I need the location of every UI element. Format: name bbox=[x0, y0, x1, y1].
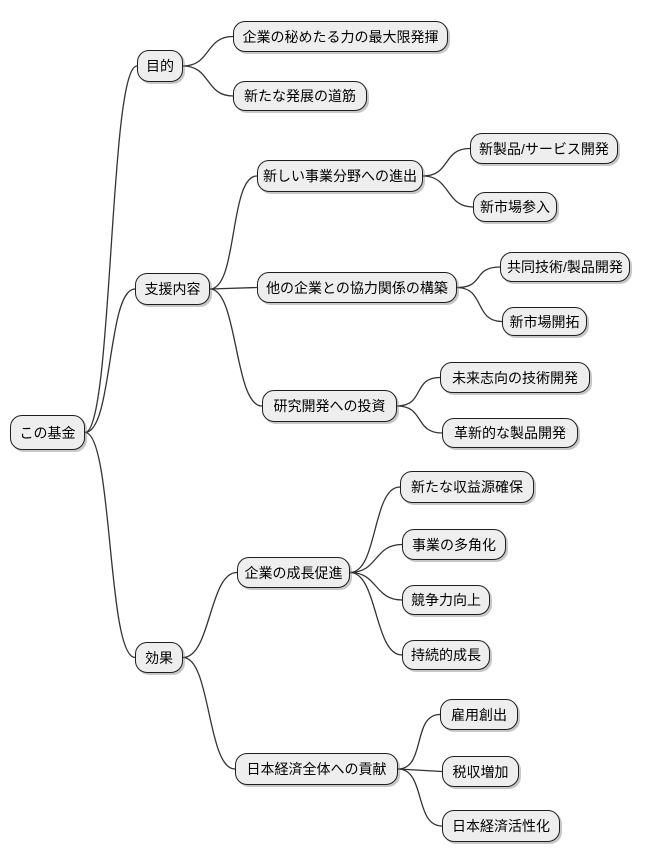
node-tax-revenue-increase[interactable]: 税収増加 bbox=[442, 756, 519, 787]
node-unlock-potential[interactable]: 企業の秘めたる力の最大限発揮 bbox=[233, 21, 448, 52]
node-future-tech-dev[interactable]: 未来志向の技術開発 bbox=[440, 362, 590, 393]
node-new-market-entry[interactable]: 新市場参入 bbox=[473, 192, 557, 222]
node-economy-vitalization[interactable]: 日本経済活性化 bbox=[442, 810, 560, 842]
node-purpose[interactable]: 目的 bbox=[137, 50, 183, 82]
node-rd-investment[interactable]: 研究開発への投資 bbox=[262, 390, 397, 422]
node-new-market-development[interactable]: 新市場開拓 bbox=[502, 307, 587, 336]
node-support-content[interactable]: 支援内容 bbox=[135, 273, 210, 305]
node-business-diversification[interactable]: 事業の多角化 bbox=[402, 529, 506, 560]
node-corporate-growth[interactable]: 企業の成長促進 bbox=[237, 557, 350, 588]
node-sustainable-growth[interactable]: 持続的成長 bbox=[402, 640, 490, 670]
node-new-product-service-dev[interactable]: 新製品/サービス開発 bbox=[470, 133, 618, 164]
node-job-creation[interactable]: 雇用創出 bbox=[440, 699, 518, 730]
node-competitiveness-improvement[interactable]: 競争力向上 bbox=[402, 585, 490, 615]
node-root-fund[interactable]: この基金 bbox=[10, 415, 85, 450]
node-joint-tech-product-dev[interactable]: 共同技術/製品開発 bbox=[500, 252, 630, 282]
node-new-revenue-sources[interactable]: 新たな収益源確保 bbox=[400, 471, 534, 503]
node-new-development-path[interactable]: 新たな発展の道筋 bbox=[233, 81, 367, 111]
node-japan-economy-contribution[interactable]: 日本経済全体への貢献 bbox=[235, 753, 398, 785]
node-cooperation-building[interactable]: 他の企業との協力関係の構築 bbox=[257, 272, 457, 303]
node-new-business-fields[interactable]: 新しい事業分野への進出 bbox=[257, 160, 423, 192]
node-innovative-product-dev[interactable]: 革新的な製品開発 bbox=[442, 418, 578, 448]
node-effects[interactable]: 効果 bbox=[135, 642, 183, 673]
